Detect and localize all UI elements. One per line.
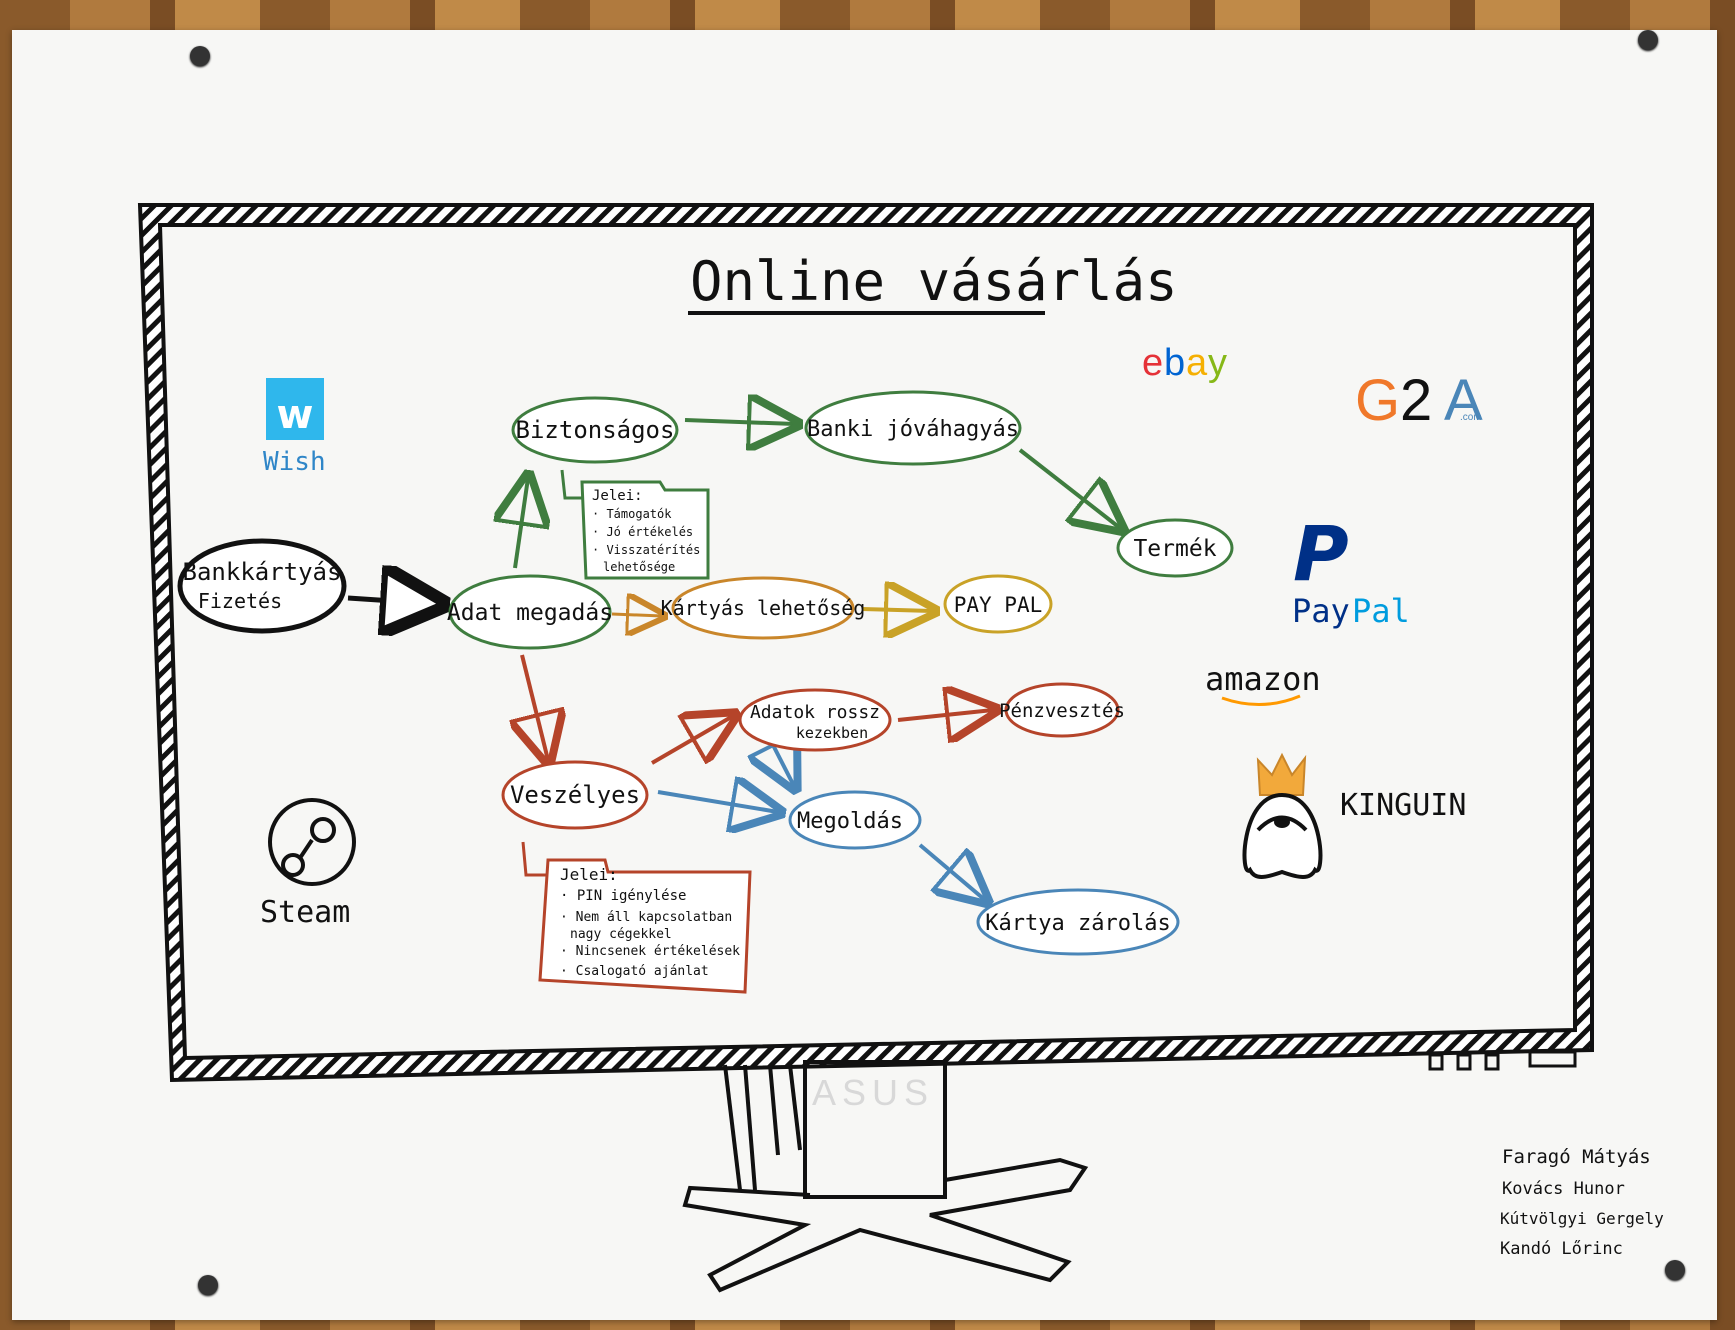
- arrow-adat-to-biztonsagos: [515, 478, 528, 569]
- g2a-letter-g: G: [1355, 368, 1400, 433]
- node-paypal: PAY PAL: [943, 574, 1053, 634]
- asus-logo: ASUS: [812, 1072, 934, 1113]
- ebay-letter-a: a: [1186, 342, 1208, 384]
- paypal-word-pay: Pay: [1292, 592, 1350, 630]
- node-termek-label: Termék: [1133, 536, 1216, 562]
- node-kartyas-lehetoseg: Kártyás lehetőség: [661, 576, 866, 640]
- arrow-adatok-to-megoldas: [773, 745, 794, 786]
- paypal-word-pal: Pal: [1352, 592, 1410, 630]
- connector-safe-note: [560, 469, 582, 500]
- monitor-frame: [137, 203, 1594, 1083]
- author-4: Kandó Lőrinc: [1500, 1239, 1623, 1259]
- steam-logo: Steam: [260, 798, 356, 930]
- ebay-letter-y: y: [1208, 342, 1227, 384]
- g2a-letter-a: A: [1444, 368, 1483, 433]
- amazon-wordmark: amazon: [1205, 660, 1321, 698]
- danger-signs-note: Jelei: · PIN igénylése · Nem áll kapcsol…: [538, 858, 752, 994]
- paypal-icon: P: [1293, 509, 1349, 598]
- wish-icon: [266, 378, 324, 440]
- node-adatok-rossz-kezekben: Adatok rossz kezekben: [738, 688, 892, 752]
- node-penzvesztes: Pénzvesztés: [999, 682, 1125, 738]
- g2a-suffix: .com: [1460, 412, 1482, 423]
- danger-note-item-5: · Csalogató ajánlat: [560, 964, 709, 979]
- author-2: Kovács Hunor: [1502, 1179, 1625, 1199]
- safe-note-item-3: · Visszatérítés: [592, 543, 700, 557]
- danger-note-item-1: · PIN igénylése: [560, 888, 686, 904]
- kinguin-crown-icon: [1256, 752, 1307, 796]
- safe-note-item-1: · Támogatók: [592, 507, 672, 521]
- monitor-stand: [682, 1060, 1089, 1293]
- node-kartya-zarolas-label: Kártya zárolás: [985, 911, 1170, 936]
- pin-bottom-left: [198, 1275, 218, 1295]
- arrow-bank-to-adat: [347, 598, 440, 604]
- authors-list: Faragó Mátyás Kovács Hunor Kútvölgyi Ger…: [1500, 1146, 1664, 1259]
- arrow-megoldas-to-kartya: [918, 843, 985, 900]
- node-bankkartyas: Bankkártyás Fizetés: [177, 538, 347, 634]
- ebay-letter-b: b: [1164, 342, 1185, 384]
- node-veszelyes: Veszélyes: [501, 760, 649, 830]
- connector-danger-note: [521, 841, 548, 877]
- g2a-letter-2: 2: [1400, 368, 1432, 433]
- arrow-kartyas-to-paypal: [861, 609, 932, 611]
- safe-note-item-4: lehetősége: [603, 560, 675, 574]
- danger-note-heading: Jelei:: [560, 865, 618, 884]
- pin-top-left: [190, 46, 210, 66]
- diagram-title: Online vásárlás: [690, 250, 1178, 313]
- wish-label: Wish: [263, 447, 326, 477]
- amazon-logo: amazon: [1205, 660, 1321, 706]
- safe-note-item-2: · Jó értékelés: [592, 525, 693, 539]
- node-megoldas-label: Megoldás: [797, 809, 903, 834]
- danger-note-item-4: · Nincsenek értékelések: [560, 944, 740, 959]
- steam-icon: [268, 798, 356, 886]
- author-1: Faragó Mátyás: [1502, 1146, 1651, 1168]
- arrow-banki-to-termek: [1018, 448, 1120, 528]
- arrow-veszelyes-to-megoldas: [657, 792, 778, 812]
- arrow-adatok-to-penz: [897, 710, 993, 720]
- arrow-adat-to-veszelyes: [522, 654, 548, 760]
- kinguin-penguin-icon: [1242, 792, 1323, 879]
- node-kartya-zarolas: Kártya zárolás: [976, 888, 1180, 956]
- arrow-biztonsagos-to-banki: [684, 420, 795, 424]
- node-adat-megadas: Adat megadás: [447, 574, 613, 650]
- danger-note-item-3: nagy cégekkel: [570, 927, 672, 942]
- node-megoldas: Megoldás: [788, 790, 922, 850]
- steam-label: Steam: [260, 895, 350, 930]
- safe-signs-note: Jelei: · Támogatók · Jó értékelés · Viss…: [580, 480, 710, 580]
- amazon-smile-icon: [1221, 694, 1301, 706]
- pin-bottom-right: [1665, 1260, 1685, 1280]
- wish-logo: w Wish: [263, 378, 326, 477]
- paypal-logo: P Pay Pal: [1292, 509, 1410, 630]
- node-bankkartyas-line1: Bankkártyás: [183, 558, 342, 586]
- node-biztonsagos-label: Biztonságos: [516, 416, 675, 444]
- node-banki-jovahagyas-label: Banki jóváhagyás: [807, 417, 1019, 442]
- node-bankkartyas-line2: Fizetés: [198, 589, 282, 613]
- kinguin-logo: KINGUIN: [1242, 752, 1466, 879]
- ebay-letter-e: e: [1142, 342, 1163, 384]
- node-penzvesztes-label: Pénzvesztés: [999, 700, 1125, 722]
- node-adatok-line2: kezekben: [796, 724, 868, 742]
- author-3: Kútvölgyi Gergely: [1500, 1209, 1664, 1228]
- pin-top-right: [1638, 30, 1658, 50]
- node-adat-megadas-label: Adat megadás: [447, 600, 613, 626]
- node-termek: Termék: [1116, 518, 1234, 578]
- node-veszelyes-label: Veszélyes: [510, 781, 640, 809]
- ebay-logo: e b a y: [1142, 342, 1227, 384]
- g2a-logo: G 2 A .com: [1355, 368, 1483, 433]
- node-biztonsagos: Biztonságos: [511, 396, 679, 464]
- kinguin-wordmark: KINGUIN: [1340, 788, 1466, 823]
- arrow-veszelyes-to-adatok: [650, 716, 733, 765]
- wish-icon-letter: w: [277, 392, 314, 438]
- node-adatok-line1: Adatok rossz: [750, 702, 880, 723]
- monitor-buttons: [1428, 1050, 1577, 1071]
- node-paypal-label: PAY PAL: [954, 593, 1043, 617]
- safe-note-heading: Jelei:: [592, 488, 643, 504]
- node-banki-jovahagyas: Banki jóváhagyás: [804, 390, 1022, 466]
- danger-note-item-2: · Nem áll kapcsolatban: [560, 910, 732, 925]
- node-kartyas-lehetoseg-label: Kártyás lehetőség: [661, 596, 866, 620]
- arrow-adat-to-kartyas: [611, 614, 662, 616]
